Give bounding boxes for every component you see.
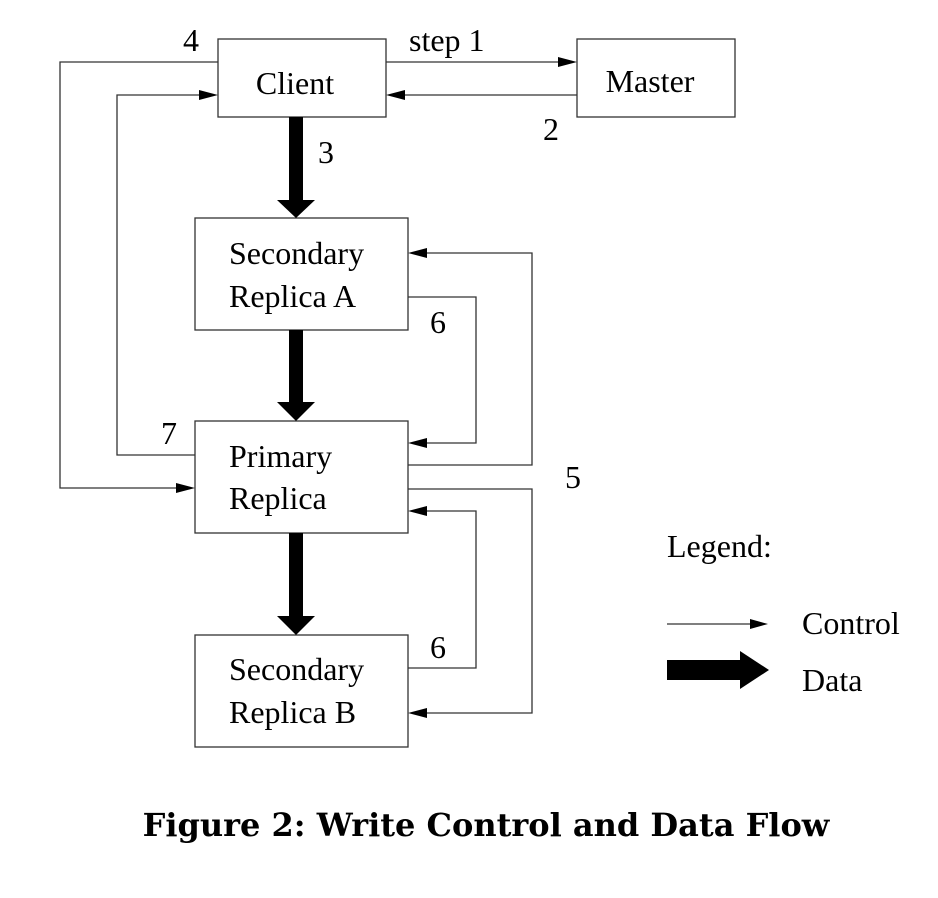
client-box — [217, 38, 387, 118]
secondary-a-box — [194, 217, 409, 331]
node-primary-replica: Primary Replica — [194, 420, 409, 534]
step-label-1: step 1 — [409, 22, 485, 58]
data-arrow-head — [277, 200, 315, 218]
control-arrow-step1-client-to-master — [386, 57, 577, 67]
data-arrow-secondary-a-to-primary — [277, 330, 315, 421]
arrowhead — [176, 483, 195, 493]
step-label-2: 2 — [543, 111, 559, 147]
master-label: Master — [606, 63, 695, 99]
primary-box — [194, 420, 409, 534]
node-client: Client — [217, 38, 387, 118]
legend-data-label: Data — [802, 662, 862, 698]
control-arrow-step7-primary-to-client — [116, 90, 218, 456]
secondary-a-label-line2: Replica A — [229, 278, 356, 314]
legend: Legend: Control Data — [667, 528, 900, 698]
node-secondary-replica-a: Secondary Replica A — [194, 217, 409, 331]
step-label-7: 7 — [161, 415, 177, 451]
arrowhead — [408, 438, 427, 448]
step-label-6-a: 6 — [430, 304, 446, 340]
legend-control-arrow-icon — [667, 619, 768, 629]
data-arrow-shaft — [289, 533, 303, 617]
control-arrow-step2-master-to-client — [386, 90, 577, 100]
data-arrow-head — [277, 402, 315, 421]
legend-data-arrow-icon — [667, 651, 769, 689]
node-master: Master — [576, 38, 736, 118]
arrowhead — [558, 57, 577, 67]
data-arrow-primary-to-secondary-b — [277, 533, 315, 635]
control-arrow-step6-secondary-a-to-primary — [408, 296, 477, 448]
control-line — [408, 296, 477, 444]
control-arrow-step5-primary-to-secondary-b — [408, 488, 533, 718]
control-arrow-step6-secondary-b-to-primary — [408, 506, 477, 669]
arrowhead — [199, 90, 218, 100]
legend-title: Legend: — [667, 528, 772, 564]
control-line — [408, 252, 533, 466]
master-box — [576, 38, 736, 118]
data-arrow-client-to-secondary-a — [277, 117, 315, 218]
secondary-b-box — [194, 634, 409, 748]
step-label-3: 3 — [318, 134, 334, 170]
step-label-6-b: 6 — [430, 629, 446, 665]
data-arrow-shaft — [289, 117, 303, 201]
control-line — [116, 94, 201, 456]
control-line — [59, 61, 218, 489]
control-arrow-step4-client-to-primary — [59, 61, 218, 493]
primary-label-line2: Replica — [229, 480, 327, 516]
control-line — [408, 488, 533, 714]
data-arrow-shaft — [289, 330, 303, 403]
step-label-5: 5 — [565, 459, 581, 495]
arrowhead — [408, 708, 427, 718]
node-secondary-replica-b: Secondary Replica B — [194, 634, 409, 748]
arrowhead — [408, 506, 427, 516]
control-arrow-step5-primary-to-secondary-a — [408, 248, 533, 466]
step-label-4: 4 — [183, 22, 199, 58]
data-arrow-head — [277, 616, 315, 635]
client-label: Client — [256, 65, 334, 101]
arrowhead — [386, 90, 405, 100]
control-line — [408, 510, 477, 669]
secondary-a-label-line1: Secondary — [229, 235, 364, 271]
arrowhead — [408, 248, 427, 258]
primary-label-line1: Primary — [229, 438, 332, 474]
secondary-b-label-line2: Replica B — [229, 694, 356, 730]
legend-control-label: Control — [802, 605, 900, 641]
figure-caption: Figure 2: Write Control and Data Flow — [143, 806, 831, 844]
secondary-b-label-line1: Secondary — [229, 651, 364, 687]
